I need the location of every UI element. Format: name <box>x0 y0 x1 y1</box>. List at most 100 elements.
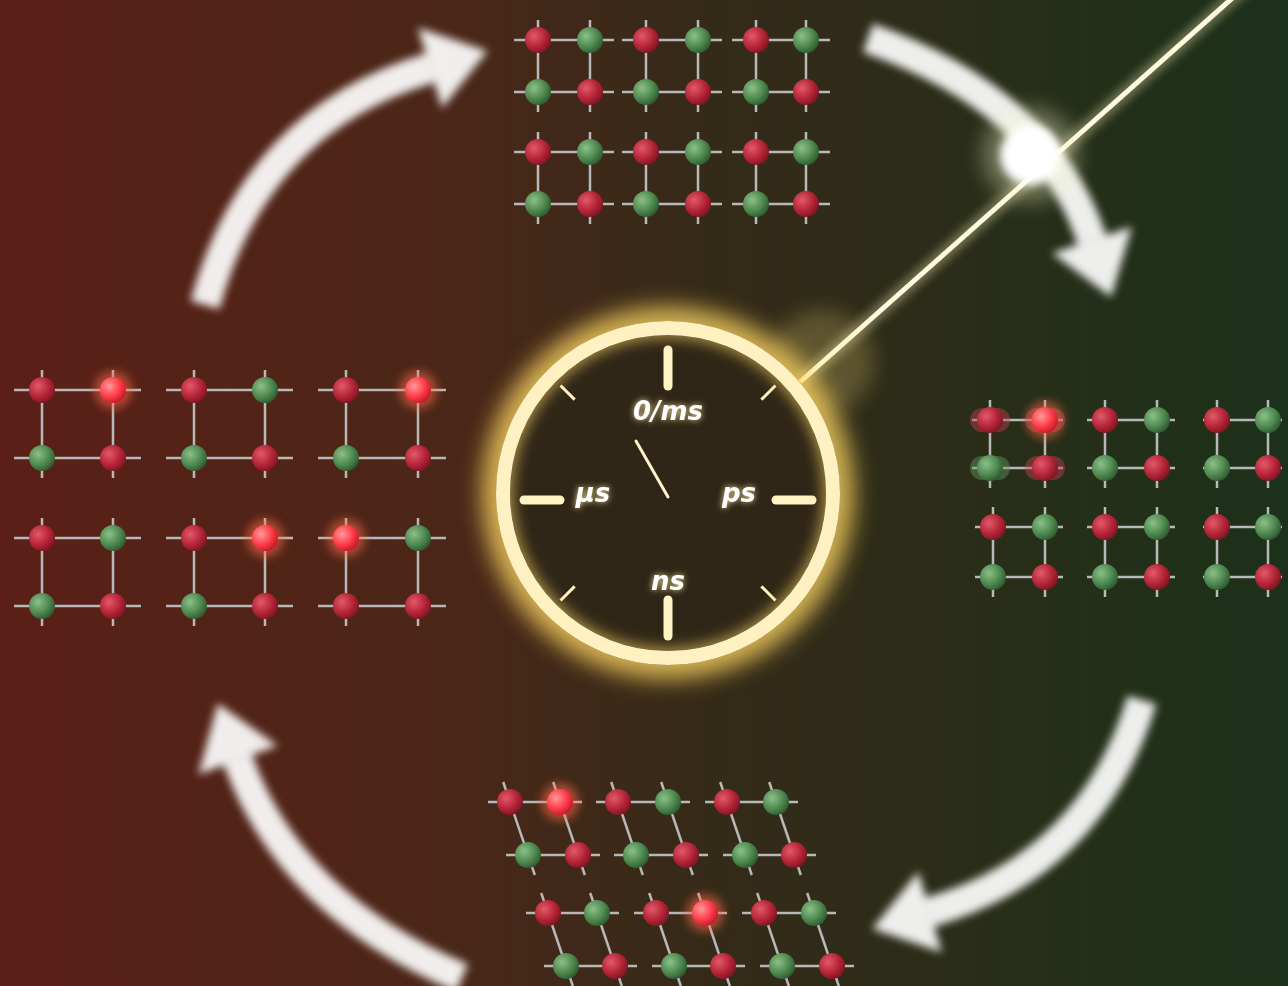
lattice-atom <box>1032 407 1058 433</box>
lattice-atom <box>1204 564 1230 590</box>
lattice-atom <box>743 191 769 217</box>
lattice-atom <box>819 953 845 979</box>
lattice-atom <box>577 139 603 165</box>
lattice-atom <box>1204 455 1230 481</box>
clock-face <box>490 315 846 671</box>
lattice-atom <box>1032 564 1058 590</box>
lattice-atom <box>980 514 1006 540</box>
time-scale-label: ns <box>651 566 685 596</box>
lattice-atom <box>1255 455 1281 481</box>
lattice-atom <box>1032 455 1058 481</box>
lattice-atom <box>577 191 603 217</box>
lattice-atom <box>763 789 789 815</box>
lattice-atom <box>405 445 431 471</box>
laser-beam <box>800 0 1288 382</box>
excited-glow <box>246 519 284 557</box>
clock-glow <box>490 315 846 671</box>
lattice-atom <box>1255 564 1281 590</box>
clock-hand <box>636 441 668 497</box>
lattice-atom <box>29 445 55 471</box>
cycle-arrow-head <box>418 28 487 109</box>
lattice-atom <box>100 525 126 551</box>
lattice-atom <box>714 789 740 815</box>
lattice-atom <box>633 79 659 105</box>
lattice-atom <box>405 377 431 403</box>
lattice-atom <box>29 525 55 551</box>
lattice-atom <box>1032 514 1058 540</box>
lattice-atom <box>181 525 207 551</box>
lattice-atom <box>793 191 819 217</box>
lattice-top <box>514 20 830 224</box>
cycle-arrow-head <box>1052 227 1132 297</box>
lattice-atom <box>1144 407 1170 433</box>
laser-beam-glow <box>800 0 1288 382</box>
lattice-atom <box>643 900 669 926</box>
lattice-atom <box>743 79 769 105</box>
lattice-atom <box>525 79 551 105</box>
lattice-atom <box>333 525 359 551</box>
lattice-atom <box>525 27 551 53</box>
lattice-atom <box>793 79 819 105</box>
lattice-atom <box>1255 514 1281 540</box>
lattice-atom <box>333 377 359 403</box>
clock-ring: 0/ms μs ps ns <box>496 321 840 665</box>
lattice-atom <box>577 79 603 105</box>
lattice-atom <box>1255 407 1281 433</box>
clock-tick <box>524 496 560 505</box>
lattice-atom <box>769 953 795 979</box>
lattice-atom <box>252 593 278 619</box>
lattice-atom <box>685 191 711 217</box>
excited-glow <box>686 894 724 932</box>
lattice-atom <box>181 445 207 471</box>
lattice-atom <box>1092 514 1118 540</box>
clock-tick <box>664 600 673 636</box>
lattice-atom <box>1144 564 1170 590</box>
time-scale-label: 0/ms <box>633 396 703 426</box>
clock-tick <box>776 496 812 505</box>
lattice-atom <box>685 27 711 53</box>
lattice-atom <box>515 842 541 868</box>
lattice-atom <box>565 842 591 868</box>
pulse-halo <box>982 107 1078 203</box>
cycle-arrow-head <box>198 704 277 775</box>
lattice-atom <box>743 139 769 165</box>
excited-glow <box>399 371 437 409</box>
lattice-atom <box>577 27 603 53</box>
cycle-arrow-body <box>930 700 1142 912</box>
lattice-atom <box>633 139 659 165</box>
time-scale-label: ps <box>722 478 756 508</box>
lattice-atom <box>751 900 777 926</box>
lattice-atom <box>405 525 431 551</box>
lattice-atom <box>547 789 573 815</box>
cycle-arrow-head <box>872 872 941 953</box>
cycle-arrows <box>198 28 1142 978</box>
lattice-atom <box>633 191 659 217</box>
lattice-atom <box>1204 514 1230 540</box>
lattice-atom <box>743 27 769 53</box>
time-scale-label: μs <box>576 478 611 508</box>
excited-glow <box>327 519 365 557</box>
lattice-atom <box>1204 407 1230 433</box>
excited-glow <box>94 371 132 409</box>
clock-minor-tick <box>761 586 775 600</box>
lattice-atom <box>553 953 579 979</box>
lattice-atom <box>793 139 819 165</box>
clock-minor-tick <box>561 586 575 600</box>
lattice-atom <box>781 842 807 868</box>
lattice-atom <box>977 407 1003 433</box>
lattice-atom <box>181 377 207 403</box>
lattice-atom <box>710 953 736 979</box>
lattice-atom <box>673 842 699 868</box>
lattice-atom <box>980 564 1006 590</box>
lattice-atom <box>181 593 207 619</box>
lattice-left <box>14 370 446 626</box>
lattice-atom <box>692 900 718 926</box>
lattice-atom <box>525 139 551 165</box>
lattice-right <box>970 400 1282 597</box>
laser-pulse <box>770 0 1288 414</box>
lattice-atom <box>525 191 551 217</box>
cycle-arrow-body <box>205 68 430 305</box>
clock-dial <box>510 335 826 651</box>
